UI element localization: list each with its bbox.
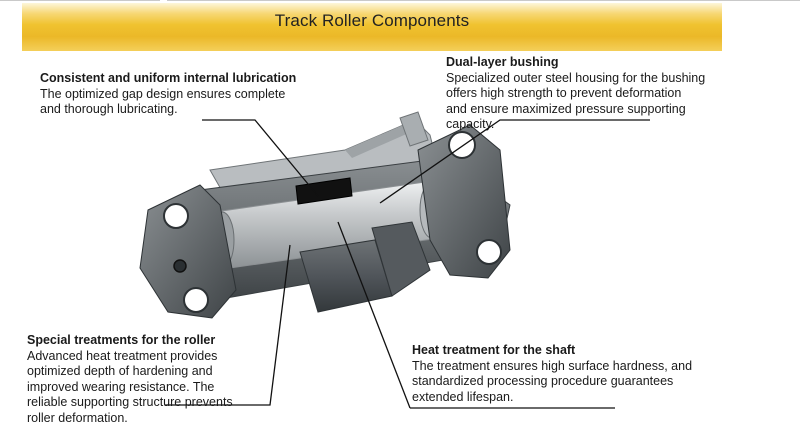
callout-lubrication-heading: Consistent and uniform internal lubricat…: [40, 71, 297, 85]
leader-shaft: [337, 221, 411, 409]
callout-roller-body: Advanced heat treatment provides optimiz…: [27, 348, 233, 425]
left-end-cap: [139, 184, 237, 319]
callout-bushing-heading: Dual-layer bushing: [446, 55, 559, 69]
callout-bushing: Dual-layer bushing Specialized outer ste…: [446, 55, 716, 133]
top-border-line: [167, 0, 800, 1]
title-banner: Track Roller Components: [22, 3, 722, 51]
callout-shaft-heading: Heat treatment for the shaft: [412, 343, 576, 357]
callout-roller: Special treatments for the roller Advanc…: [27, 333, 257, 426]
bolt-hole: [163, 203, 189, 229]
page-title: Track Roller Components: [274, 11, 470, 30]
callout-bushing-body: Specialized outer steel housing for the …: [446, 70, 706, 132]
callout-shaft-body: The treatment ensures high surface hardn…: [412, 358, 693, 404]
grease-plug: [173, 259, 187, 273]
callout-shaft: Heat treatment for the shaft The treatme…: [412, 343, 712, 405]
callout-lubrication: Consistent and uniform internal lubricat…: [40, 71, 340, 118]
leader-lubrication: [202, 119, 319, 197]
roller-flange: [299, 221, 431, 313]
top-border-line: [0, 0, 160, 1]
bolt-hole: [448, 131, 476, 159]
callout-lubrication-body: The optimized gap design ensures complet…: [40, 86, 286, 117]
bolt-hole: [183, 287, 209, 313]
leader-bushing: [379, 119, 650, 204]
bolt-hole: [476, 239, 502, 265]
lubrication-gap-block: [295, 177, 353, 205]
callout-roller-heading: Special treatments for the roller: [27, 333, 216, 347]
leader-roller: [165, 244, 291, 406]
leader-lines: [165, 119, 650, 409]
